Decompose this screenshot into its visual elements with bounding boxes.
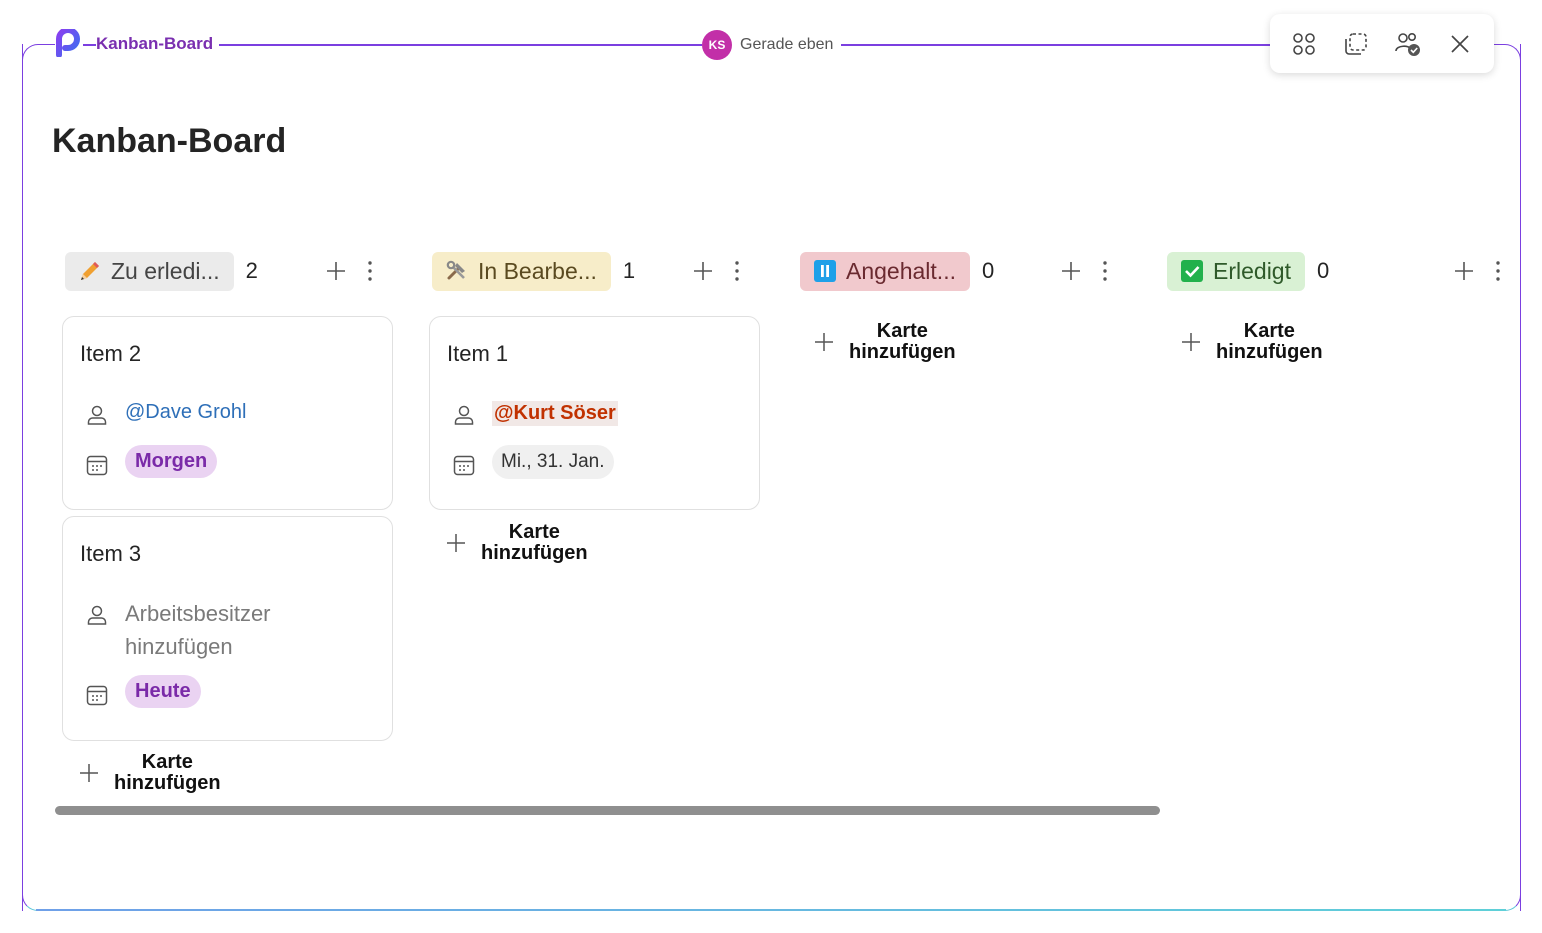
card-count: 0	[1316, 258, 1330, 283]
column-done: Erledigt 0	[1167, 251, 1507, 291]
add-assignee-placeholder[interactable]: Arbeitsbesitzer hinzufügen	[125, 601, 271, 659]
pencil-icon	[77, 258, 103, 284]
loop-icon	[1293, 32, 1315, 55]
checkmark-icon	[1179, 258, 1205, 284]
add-icon[interactable]	[1058, 258, 1084, 284]
page-title: Kanban-Board	[52, 122, 287, 160]
due-date-chip[interactable]: Morgen	[125, 445, 218, 478]
card-count: 1	[622, 258, 636, 283]
add-card-label-line2: hinzufügen	[114, 772, 221, 794]
add-icon	[815, 333, 833, 351]
more-options-icon[interactable]	[1092, 258, 1118, 284]
assignee-mention[interactable]: @Kurt Söser	[492, 401, 618, 426]
person-icon	[87, 605, 107, 625]
calendar-icon	[453, 455, 475, 476]
assignee-mention[interactable]: @Dave Grohl	[125, 401, 247, 423]
card-title: Item 3	[80, 541, 142, 566]
card-count: 0	[981, 258, 995, 283]
column-paused: Angehalt... 0	[800, 251, 1140, 291]
add-icon	[447, 534, 465, 552]
person-icon	[87, 405, 107, 425]
add-icon	[1182, 333, 1200, 351]
add-card-label-line1: Karte	[508, 521, 560, 543]
close-button[interactable]	[1442, 26, 1478, 62]
tools-icon	[444, 258, 470, 284]
kanban-card[interactable]: Item 2 @Dave Grohl Morgen	[62, 316, 393, 510]
card-title: Item 1	[447, 341, 509, 366]
assignee-row: @Dave Grohl	[85, 401, 246, 427]
column-header: Angehalt... 0	[800, 251, 1140, 291]
close-icon	[1451, 34, 1469, 53]
date-row: Mi., 31. Jan.	[452, 445, 614, 479]
card-count: 2	[245, 258, 258, 283]
pause-icon	[812, 258, 838, 284]
more-options-icon[interactable]	[724, 258, 750, 284]
calendar-icon	[86, 455, 108, 476]
add-card-label-line1: Karte	[876, 320, 928, 342]
status-label: Zu erledi...	[111, 257, 220, 284]
add-card-label-line2: hinzufügen	[849, 341, 956, 363]
add-card-label-line1: Karte	[1243, 320, 1295, 342]
person-icon	[454, 405, 474, 425]
column-header: Erledigt 0	[1167, 251, 1507, 291]
date-row: Heute	[85, 675, 201, 708]
component-toolbar	[1270, 14, 1494, 73]
card-title: Item 2	[80, 341, 142, 366]
status-label: Angehalt...	[846, 257, 956, 284]
loop-logo-icon	[55, 29, 83, 57]
add-card-label-line2: hinzufügen	[1216, 341, 1323, 363]
date-row: Morgen	[85, 445, 218, 478]
status-label: In Bearbe...	[478, 257, 597, 284]
column-in-progress: In Bearbe... 1	[432, 251, 772, 291]
due-date-chip[interactable]: Mi., 31. Jan.	[492, 445, 614, 479]
add-icon	[80, 764, 98, 782]
calendar-icon	[86, 685, 108, 706]
avatar: KS	[702, 30, 732, 60]
horizontal-scrollbar[interactable]	[55, 806, 1160, 815]
status-pill[interactable]: In Bearbe...	[432, 251, 611, 291]
more-options-icon[interactable]	[357, 258, 383, 284]
add-icon[interactable]	[1451, 258, 1477, 284]
add-card-label-line2: hinzufügen	[481, 542, 588, 564]
frame-top-line	[60, 44, 1280, 46]
due-date-chip[interactable]: Heute	[125, 675, 201, 708]
shared-users-button[interactable]	[1390, 26, 1426, 62]
column-header: Zu erledi... 2	[65, 251, 405, 291]
presence-indicator[interactable]: KS Gerade eben	[702, 30, 842, 60]
board-name-label[interactable]: Kanban-Board	[96, 34, 220, 54]
kanban-card[interactable]: Item 1 @Kurt Söser Mi., 31. Jan.	[429, 316, 760, 510]
status-pill[interactable]: Zu erledi...	[65, 251, 234, 291]
column-header: In Bearbe... 1	[432, 251, 772, 291]
last-edited-text: Gerade eben	[740, 36, 834, 53]
kanban-card[interactable]: Item 3 Arbeitsbesitzer hinzufügen Heute	[62, 516, 393, 741]
status-label: Erledigt	[1213, 257, 1291, 284]
column-todo: Zu erledi... 2	[65, 251, 405, 291]
loop-button[interactable]	[1286, 26, 1322, 62]
add-card-label-line1: Karte	[141, 751, 193, 773]
copy-component-button[interactable]	[1338, 26, 1374, 62]
assignee-row: Arbeitsbesitzer hinzufügen	[85, 601, 305, 663]
status-pill[interactable]: Erledigt	[1167, 251, 1305, 291]
add-icon[interactable]	[690, 258, 716, 284]
shared-users-icon	[1395, 32, 1420, 56]
add-icon[interactable]	[323, 258, 349, 284]
frame-bottom-line	[36, 909, 1506, 911]
assignee-row: @Kurt Söser	[452, 401, 618, 427]
more-options-icon[interactable]	[1485, 258, 1511, 284]
copy-component-icon	[1345, 32, 1367, 55]
status-pill[interactable]: Angehalt...	[800, 251, 970, 291]
